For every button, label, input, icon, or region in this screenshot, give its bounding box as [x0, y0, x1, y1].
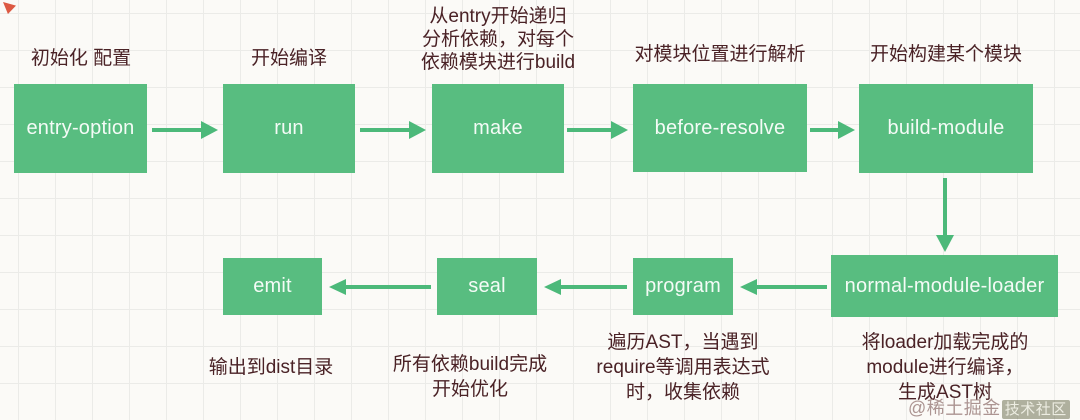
- caption-before-resolve: 对模块位置进行解析: [634, 44, 806, 65]
- caption-normal-module-loader: 将loader加载完成的 module进行编译， 生成AST树: [861, 332, 1029, 403]
- caption-seal: 所有依赖build完成 开始优化: [392, 354, 548, 400]
- node-entry-option-label: entry-option: [26, 117, 135, 139]
- arrow-normal-module-loader-to-program: [740, 279, 827, 295]
- watermark-badge: 技术社区: [1001, 400, 1070, 419]
- red-cursor-mark-icon: [3, 2, 16, 14]
- arrow-before-resolve-to-build-module: [810, 121, 855, 139]
- watermark-text: @稀土掘金: [908, 398, 1001, 418]
- arrow-build-module-to-normal-module-loader: [936, 178, 954, 252]
- node-normal-module-loader[interactable]: normal-module-loader: [831, 255, 1058, 317]
- node-emit-label: emit: [253, 275, 292, 297]
- node-run[interactable]: run: [223, 84, 355, 173]
- caption-program: 遍历AST，当遇到 require等调用表达式 时，收集依赖: [596, 332, 770, 403]
- arrow-seal-to-emit: [329, 279, 431, 295]
- node-normal-module-loader-label: normal-module-loader: [844, 274, 1045, 297]
- arrow-make-to-before-resolve: [567, 121, 628, 139]
- node-emit[interactable]: emit: [223, 258, 322, 315]
- caption-run: 开始编译: [250, 48, 327, 69]
- watermark: @稀土掘金技术社区: [908, 394, 1070, 420]
- node-program-label: program: [645, 275, 721, 297]
- caption-make: 从entry开始递归 分析依赖，对每个 依赖模块进行build: [420, 6, 576, 73]
- arrow-entry-option-to-run: [152, 121, 218, 139]
- node-program[interactable]: program: [633, 258, 733, 315]
- node-run-label: run: [274, 117, 304, 139]
- caption-build-module: 开始构建某个模块: [869, 44, 1022, 65]
- arrow-run-to-make: [360, 121, 426, 139]
- node-make-label: make: [473, 117, 523, 139]
- node-build-module[interactable]: build-module: [859, 84, 1033, 173]
- node-make[interactable]: make: [432, 84, 564, 173]
- node-entry-option[interactable]: entry-option: [14, 84, 147, 173]
- node-seal[interactable]: seal: [437, 258, 537, 315]
- node-before-resolve-label: before-resolve: [654, 116, 786, 139]
- arrow-program-to-seal: [544, 279, 627, 295]
- caption-emit: 输出到dist目录: [208, 357, 334, 378]
- caption-entry-option: 初始化 配置: [30, 48, 132, 69]
- node-before-resolve[interactable]: before-resolve: [633, 84, 807, 172]
- node-build-module-label: build-module: [887, 117, 1005, 139]
- node-seal-label: seal: [468, 275, 506, 297]
